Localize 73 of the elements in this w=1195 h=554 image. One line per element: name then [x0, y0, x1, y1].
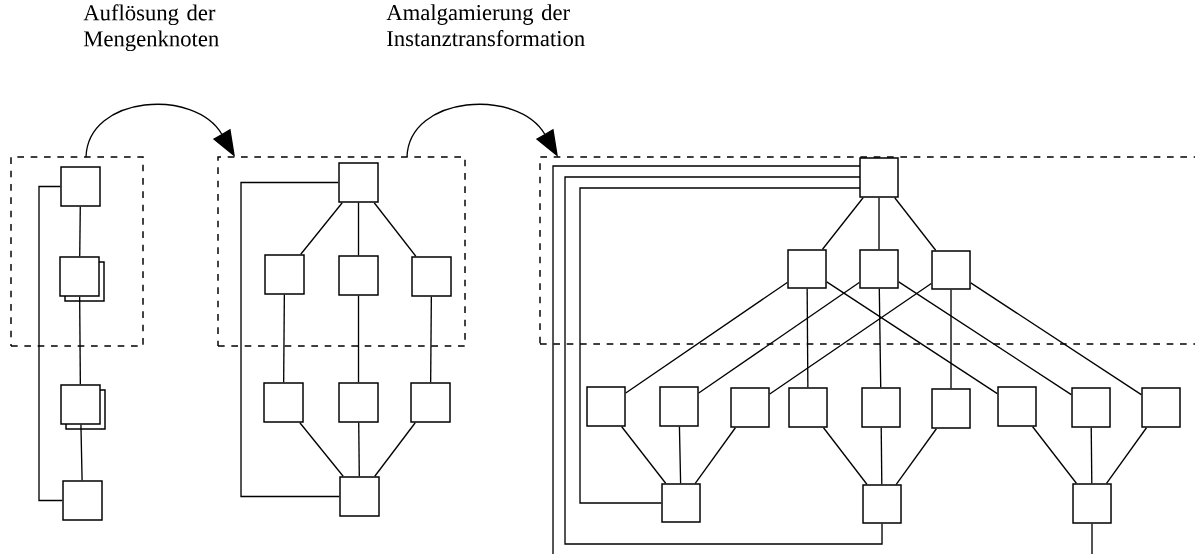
connector-line: [880, 427, 883, 485]
connector-line: [373, 202, 417, 257]
box: [1141, 387, 1181, 428]
connector-line: [300, 202, 343, 255]
connector-line: [894, 197, 937, 251]
connector-line: [698, 281, 860, 394]
connector-line: [374, 422, 416, 477]
connector-line: [1090, 427, 1093, 484]
box: [1072, 483, 1112, 524]
connector-line: [357, 295, 360, 383]
connector-line: [769, 282, 932, 395]
box: [859, 157, 899, 198]
dashed-region: [10, 156, 144, 347]
connector-line: [299, 422, 344, 477]
connector-line: [552, 165, 1093, 554]
connector-line: [1032, 426, 1078, 484]
stacked-box: [59, 256, 105, 302]
connector-line: [283, 294, 285, 383]
box: [931, 388, 971, 429]
connector-line: [1105, 427, 1148, 484]
connector-line: [678, 426, 682, 484]
connector-line: [79, 206, 81, 257]
box: [859, 249, 899, 289]
connector-line: [621, 426, 667, 484]
connector-line: [895, 428, 938, 485]
box: [659, 386, 699, 427]
connector-line: [240, 181, 340, 498]
connector-line: [357, 202, 360, 256]
stacked-box: [60, 384, 106, 430]
connector-line: [579, 187, 861, 504]
connector-line: [826, 281, 998, 395]
dashed-region: [539, 156, 1195, 345]
box: [411, 256, 452, 297]
connector-line: [430, 296, 432, 383]
connector-line: [950, 289, 952, 389]
box: [661, 483, 701, 523]
box: [1071, 387, 1111, 428]
box: [410, 382, 451, 423]
connector-line: [822, 427, 868, 485]
box: [788, 387, 828, 428]
connector-line: [625, 281, 788, 394]
connector-line: [694, 427, 737, 484]
curved-arrow: [406, 103, 558, 158]
box: [338, 255, 379, 296]
connector-line: [38, 185, 63, 502]
box: [339, 476, 380, 517]
box: [62, 480, 103, 521]
box: [338, 162, 379, 203]
box: [931, 250, 971, 290]
connector-line: [898, 281, 1072, 396]
box: [862, 484, 902, 524]
dashed-region: [217, 156, 466, 347]
box: [60, 166, 101, 207]
connector-line: [806, 288, 809, 388]
box: [997, 386, 1037, 427]
box: [730, 387, 770, 428]
connector-line: [878, 288, 882, 388]
box: [586, 386, 626, 427]
box: [338, 382, 379, 423]
connector-line: [80, 424, 83, 481]
connector-line: [970, 282, 1142, 396]
connector-line: [564, 176, 883, 545]
box: [787, 249, 827, 289]
connector-line: [821, 197, 864, 250]
connector-line: [358, 422, 360, 477]
curved-arrow: [85, 103, 235, 158]
edge-label: Auflösung der Mengenknoten: [83, 4, 219, 52]
box: [263, 382, 304, 423]
connector-line: [79, 296, 81, 385]
box: [264, 254, 305, 295]
box: [861, 387, 901, 428]
connector-line: [878, 197, 880, 250]
edge-label: Amalgamierung der Instanztransformation: [386, 4, 585, 47]
